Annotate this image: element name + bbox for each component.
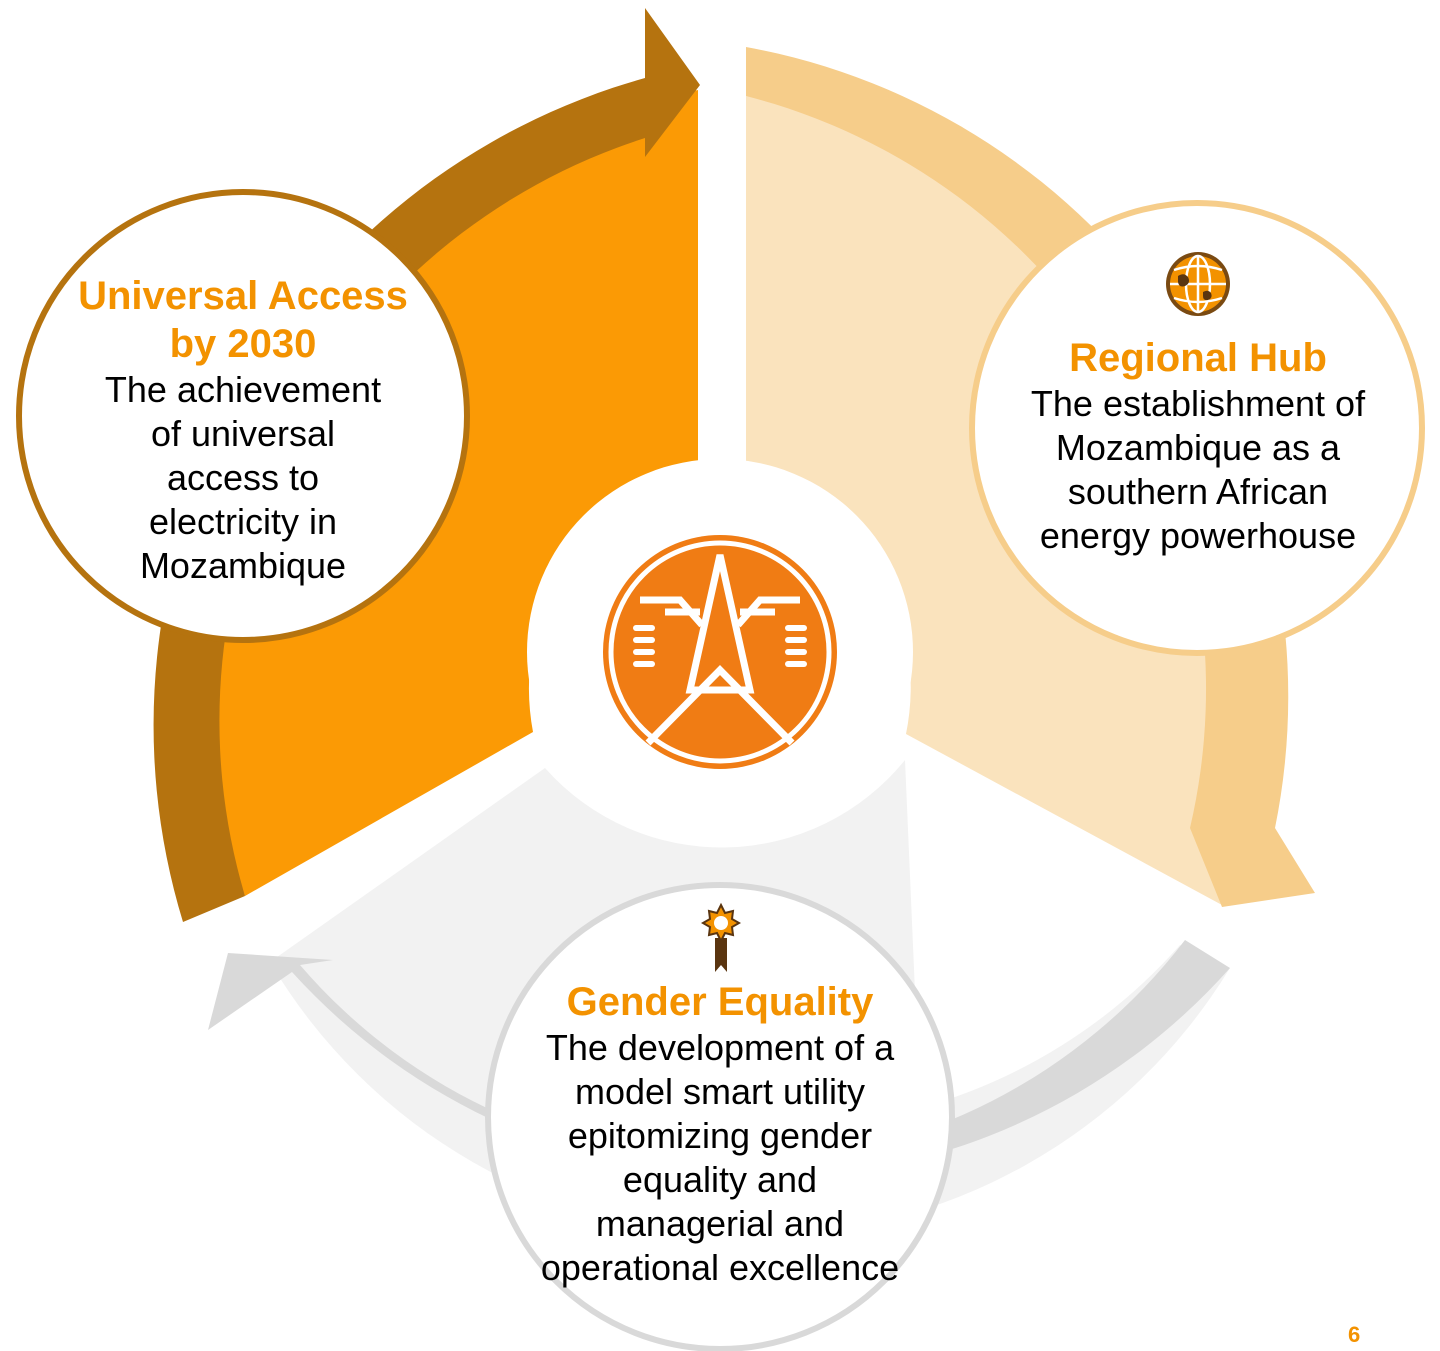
gender-equality-description: The development of a model smart utility… xyxy=(540,1027,900,1288)
bubble-gender-equality xyxy=(485,882,955,1351)
page-number: 6 xyxy=(1348,1322,1361,1347)
universal-access-text: Universal Access by 2030 The achievement… xyxy=(73,272,413,588)
gender-equality-title: Gender Equality xyxy=(566,980,874,1024)
bubble-universal-access xyxy=(16,189,470,643)
globe-icon xyxy=(1166,252,1230,316)
universal-access-title: Universal Access by 2030 xyxy=(78,274,408,366)
transmission-tower-logo-icon xyxy=(603,535,837,769)
universal-access-description: The achievement of universal access to e… xyxy=(104,369,382,586)
award-ribbon-icon xyxy=(700,902,742,972)
regional-hub-description: The establishment of Mozambique as a sou… xyxy=(1030,383,1366,556)
bubble-regional-hub xyxy=(969,200,1425,656)
arrow-gender-equality xyxy=(208,940,1230,1180)
regional-hub-text: Regional Hub The establishment of Mozamb… xyxy=(1008,334,1388,558)
gender-equality-text: Gender Equality The development of a mod… xyxy=(530,978,910,1290)
regional-hub-title: Regional Hub xyxy=(1069,336,1327,380)
